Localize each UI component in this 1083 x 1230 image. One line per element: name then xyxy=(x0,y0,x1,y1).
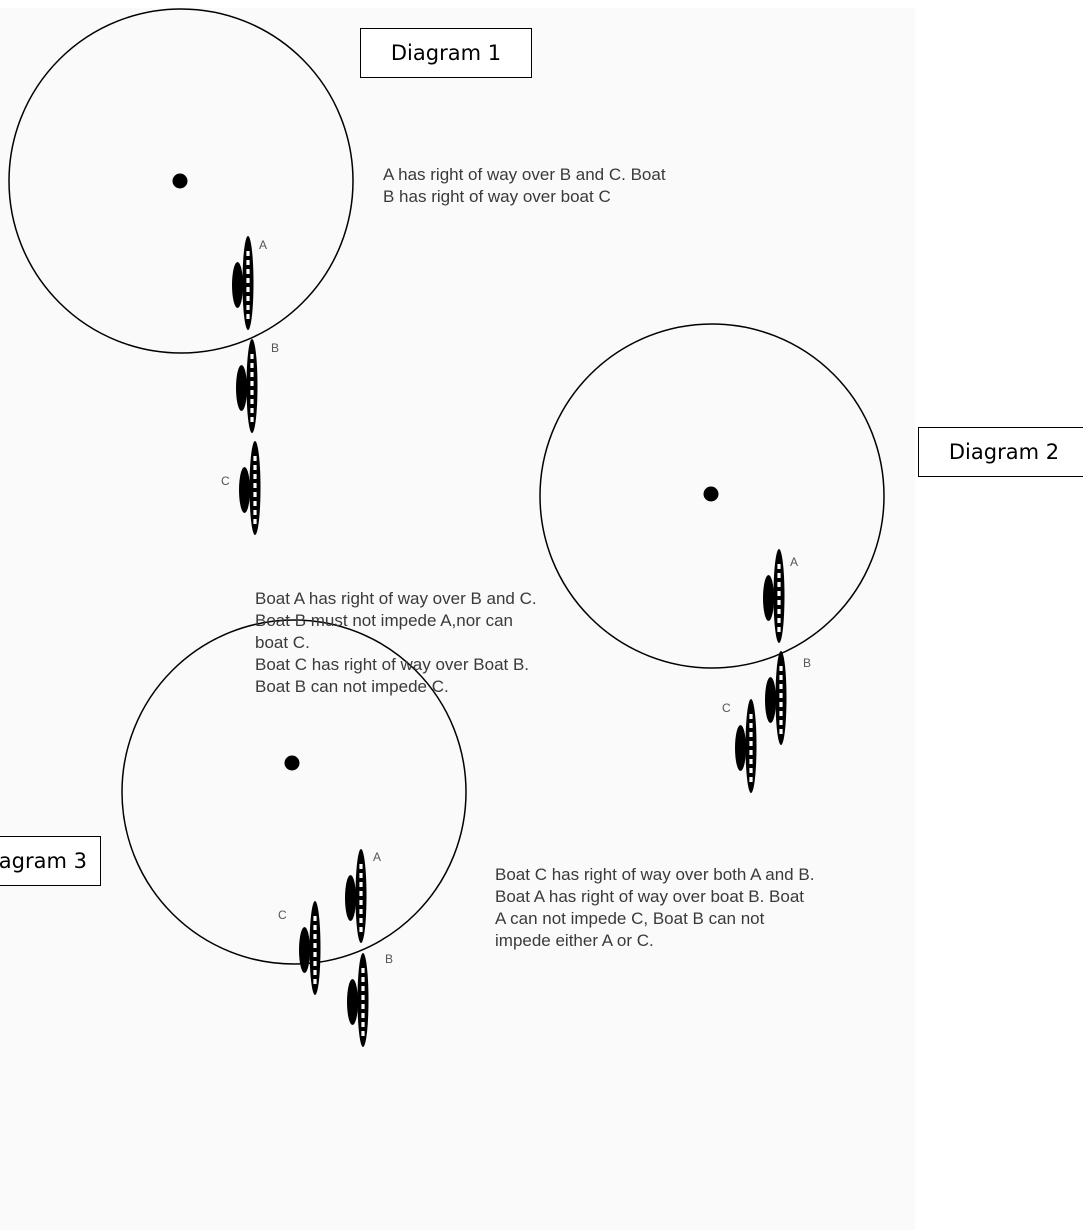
caption-line: Boat C has right of way over both A and … xyxy=(495,865,815,884)
diagram-1: A B C xyxy=(8,8,354,535)
boat-letter-c: C xyxy=(278,908,287,922)
caption-line: Boat A has right of way over boat B. Boa… xyxy=(495,887,805,906)
boat-c xyxy=(735,699,757,793)
boat-a xyxy=(345,849,367,943)
mark-buoy xyxy=(284,755,300,771)
caption-line: Boat A has right of way over B and C. xyxy=(255,589,537,608)
boat-letter-a: A xyxy=(259,238,267,252)
boat-b xyxy=(347,953,369,1047)
caption-line: Boat B can not impede C. xyxy=(255,677,449,696)
diagram-3-label: Diagram 3 xyxy=(0,836,101,886)
boat-a xyxy=(763,549,785,643)
caption-line: boat C. xyxy=(255,633,310,652)
caption-line: impede either A or C. xyxy=(495,931,654,950)
diagram-3-caption: Boat C has right of way over both A and … xyxy=(495,864,814,952)
boat-a xyxy=(232,236,254,330)
diagram-1-label: Diagram 1 xyxy=(360,28,532,78)
diagram-2-label: Diagram 2 xyxy=(918,427,1083,477)
boat-letter-c: C xyxy=(722,701,731,715)
boat-letter-b: B xyxy=(803,656,811,670)
diagram-2: A B C xyxy=(539,323,885,793)
boat-letter-b: B xyxy=(385,952,393,966)
diagram-3: A C B xyxy=(121,619,467,1047)
mark-circle xyxy=(121,619,467,965)
caption-line: Boat B must not impede A,nor can xyxy=(255,611,513,630)
caption-line: A has right of way over B and C. Boat xyxy=(383,165,666,184)
mark-buoy xyxy=(703,486,719,502)
boat-c xyxy=(299,901,321,995)
caption-line: A can not impede C, Boat B can not xyxy=(495,909,765,928)
boat-b xyxy=(236,339,258,433)
background-panel xyxy=(0,8,915,1230)
diagram-3-label-text: Diagram 3 xyxy=(0,849,87,873)
mark-circle xyxy=(8,8,354,354)
caption-line: B has right of way over boat C xyxy=(383,187,611,206)
mark-buoy xyxy=(172,173,188,189)
boat-c xyxy=(239,441,261,535)
boat-letter-c: C xyxy=(221,474,230,488)
boat-letter-a: A xyxy=(373,850,381,864)
boat-letter-a: A xyxy=(790,555,798,569)
boat-letter-b: B xyxy=(271,341,279,355)
caption-line: Boat C has right of way over Boat B. xyxy=(255,655,530,674)
diagram-2-caption: Boat A has right of way over B and C. Bo… xyxy=(255,588,537,698)
diagram-1-caption: A has right of way over B and C. Boat B … xyxy=(383,164,666,208)
mark-circle xyxy=(539,323,885,669)
boat-b xyxy=(765,651,787,745)
